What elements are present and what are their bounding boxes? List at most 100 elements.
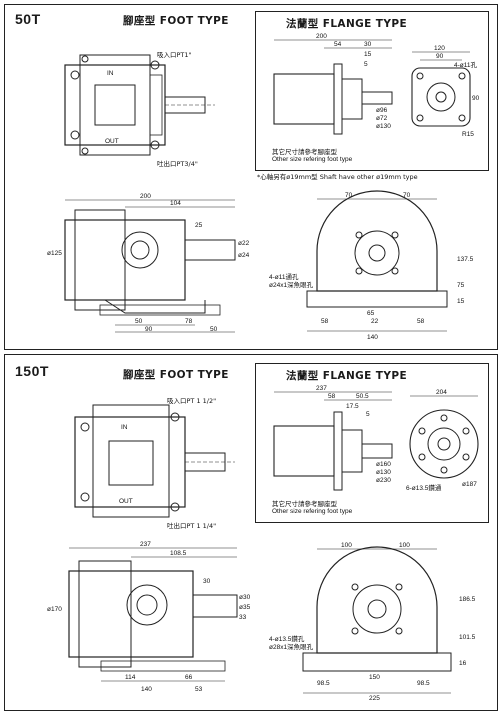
foot-type-title-150t: 腳座型 FOOT TYPE	[123, 369, 229, 381]
dim-150t-end-2: 4-ø13.5鑽孔	[269, 634, 305, 643]
foot-type-title-50t: 腳座型 FOOT TYPE	[123, 15, 229, 27]
dim-150t-end-0: 100	[341, 542, 352, 549]
flange-side-view-50t: 200 54 30 15 5 ø96 ø72 ø130	[273, 33, 393, 135]
dim-50t-end-10: 58	[417, 318, 425, 325]
dim-50t-end-1: 70	[403, 192, 411, 199]
dim-50t-side-0: 200	[140, 193, 151, 200]
dim-50t-face-4: R15	[462, 131, 474, 138]
foot-top-view-50t: IN OUT	[64, 54, 215, 156]
dim-150t-end-8: 150	[369, 674, 380, 681]
dim-150t-flange-6: ø130	[376, 469, 391, 476]
other-size-cn-150t: 其它尺寸請參考腳座型	[272, 500, 337, 508]
dim-50t-side-4: ø22	[238, 240, 250, 247]
dim-150t-flange-3: 17.5	[346, 403, 359, 410]
dim-150t-side-3: ø170	[47, 606, 62, 613]
dim-50t-end-7: 65	[367, 310, 375, 317]
flange-inset-150t: 法蘭型 FLANGE TYPE 237 58 50.5 17.5 5 ø160 …	[255, 363, 489, 523]
inlet-label-150t: 吸入口PT 1 1/2"	[167, 397, 217, 405]
dim-150t-end-10: 225	[369, 695, 380, 702]
flange-type-title-150t: 法蘭型 FLANGE TYPE	[286, 370, 408, 382]
panel-50t: 50T 腳座型 FOOT TYPE IN OUT 吸入口PT1" 吐出口PT3/…	[4, 4, 498, 350]
other-size-cn-50t: 其它尺寸請參考腳座型	[272, 148, 337, 156]
flange-side-view-150t: 237 58 50.5 17.5 5 ø160 ø130 ø230	[273, 385, 393, 491]
dim-50t-flange-6: ø72	[376, 115, 388, 122]
dim-150t-side-10: 53	[195, 686, 203, 693]
dim-150t-side-8: 66	[185, 674, 193, 681]
dim-150t-flange-5: ø160	[376, 461, 391, 468]
dim-50t-side-6: 50	[135, 318, 143, 325]
panel-150t: 150T 腳座型 FOOT TYPE IN OUT 吸入口PT 1 1/2" 吐…	[4, 354, 498, 711]
dim-150t-end-4: 186.5	[459, 596, 476, 603]
dim-150t-side-4: ø30	[239, 594, 251, 601]
dim-150t-side-0: 237	[140, 541, 151, 548]
dim-150t-flange-0: 237	[316, 385, 327, 392]
dim-50t-flange-1: 54	[334, 41, 342, 48]
dim-150t-side-5: ø35	[239, 604, 251, 611]
dim-50t-flange-2: 30	[364, 41, 372, 48]
dim-50t-end-11: 140	[367, 334, 378, 341]
dim-150t-flange-1: 58	[328, 393, 336, 400]
dim-150t-flange-7: ø230	[376, 477, 391, 484]
dim-50t-flange-7: ø130	[376, 123, 391, 130]
dim-50t-side-9: 50	[210, 326, 218, 333]
port-out-label-50t: OUT	[105, 138, 119, 145]
dim-50t-end-2: 4-ø11通孔	[269, 272, 299, 281]
dim-150t-side-1: 108.5	[170, 550, 187, 557]
flange-face-view-150t: 204 6-ø13.5鑽通 ø187	[406, 389, 479, 492]
dim-150t-flange-4: 5	[366, 411, 370, 418]
model-label-150t: 150T	[15, 363, 49, 379]
dim-150t-end-9: 98.5	[417, 680, 430, 687]
dim-50t-end-9: 22	[371, 318, 379, 325]
dim-150t-face-0: 204	[436, 389, 447, 396]
dim-150t-end-5: 101.5	[459, 634, 476, 641]
dim-150t-face-2: ø187	[462, 481, 477, 488]
dim-50t-end-6: 15	[457, 298, 465, 305]
dim-50t-side-1: 104	[170, 200, 181, 207]
foot-side-view-150t: 237 108.5 30 ø170 ø30 ø35 33 114 66 140 …	[47, 541, 251, 693]
dim-50t-end-8: 58	[321, 318, 329, 325]
port-in-label-150t: IN	[121, 424, 128, 431]
foot-top-view-150t: IN OUT	[74, 404, 235, 518]
port-in-label-50t: IN	[107, 70, 114, 77]
foot-end-view-150t: 100 100 4-ø13.5鑽孔 ø28x1深魚眼孔 186.5 101.5 …	[269, 542, 476, 702]
foot-end-view-50t: 70 70 4-ø11通孔 ø24x1深魚眼孔 137.5 75 15 65 5…	[269, 190, 474, 341]
dim-150t-end-1: 100	[399, 542, 410, 549]
dim-50t-side-2: 25	[195, 222, 203, 229]
dim-50t-face-2: 4-ø11孔	[454, 61, 477, 69]
dim-50t-flange-5: ø96	[376, 107, 388, 114]
dim-150t-face-1: 6-ø13.5鑽通	[406, 483, 442, 492]
outlet-label-50t: 吐出口PT3/4"	[157, 160, 198, 168]
dim-50t-side-3: ø125	[47, 250, 62, 257]
dim-50t-end-3: ø24x1深魚眼孔	[269, 280, 314, 289]
dim-150t-end-7: 98.5	[317, 680, 330, 687]
dim-50t-flange-4: 5	[364, 61, 368, 68]
flange-face-view-50t: 120 90 4-ø11孔 90 R15	[411, 45, 480, 138]
flange-type-title-50t: 法蘭型 FLANGE TYPE	[286, 18, 408, 30]
dim-150t-flange-2: 50.5	[356, 393, 369, 400]
dim-50t-end-0: 70	[345, 192, 353, 199]
dim-150t-side-9: 140	[141, 686, 152, 693]
dim-150t-end-6: 16	[459, 660, 467, 667]
dim-150t-side-6: 33	[239, 614, 247, 621]
port-out-label-150t: OUT	[119, 498, 133, 505]
dim-50t-flange-0: 200	[316, 33, 327, 40]
dim-150t-side-7: 114	[125, 674, 136, 681]
other-size-en-50t: Other size refering foot type	[272, 156, 353, 163]
dim-50t-face-1: 90	[436, 53, 444, 60]
outlet-label-150t: 吐出口PT 1 1/4"	[167, 522, 217, 530]
dim-50t-end-4: 137.5	[457, 256, 474, 263]
dim-50t-side-8: 90	[145, 326, 153, 333]
dim-50t-end-5: 75	[457, 282, 465, 289]
dim-50t-face-3: 90	[472, 95, 480, 102]
other-size-en-150t: Other size refering foot type	[272, 508, 353, 515]
dim-50t-side-5: ø24	[238, 252, 250, 259]
dim-50t-face-0: 120	[434, 45, 445, 52]
shaft-note-50t: *心軸另有ø19mm型 Shaft have other ø19mm type	[257, 173, 418, 181]
dim-150t-side-2: 30	[203, 578, 211, 585]
flange-inset-50t: 法蘭型 FLANGE TYPE 200 54 30 15 5 ø96 ø72 ø…	[255, 11, 489, 171]
model-label-50t: 50T	[15, 11, 41, 27]
dim-50t-side-7: 78	[185, 318, 193, 325]
dim-50t-flange-3: 15	[364, 51, 372, 58]
foot-side-view-50t: 200 104 25 ø125 ø22 ø24 50 78 90 50	[47, 193, 250, 333]
inlet-label-50t: 吸入口PT1"	[157, 51, 192, 59]
